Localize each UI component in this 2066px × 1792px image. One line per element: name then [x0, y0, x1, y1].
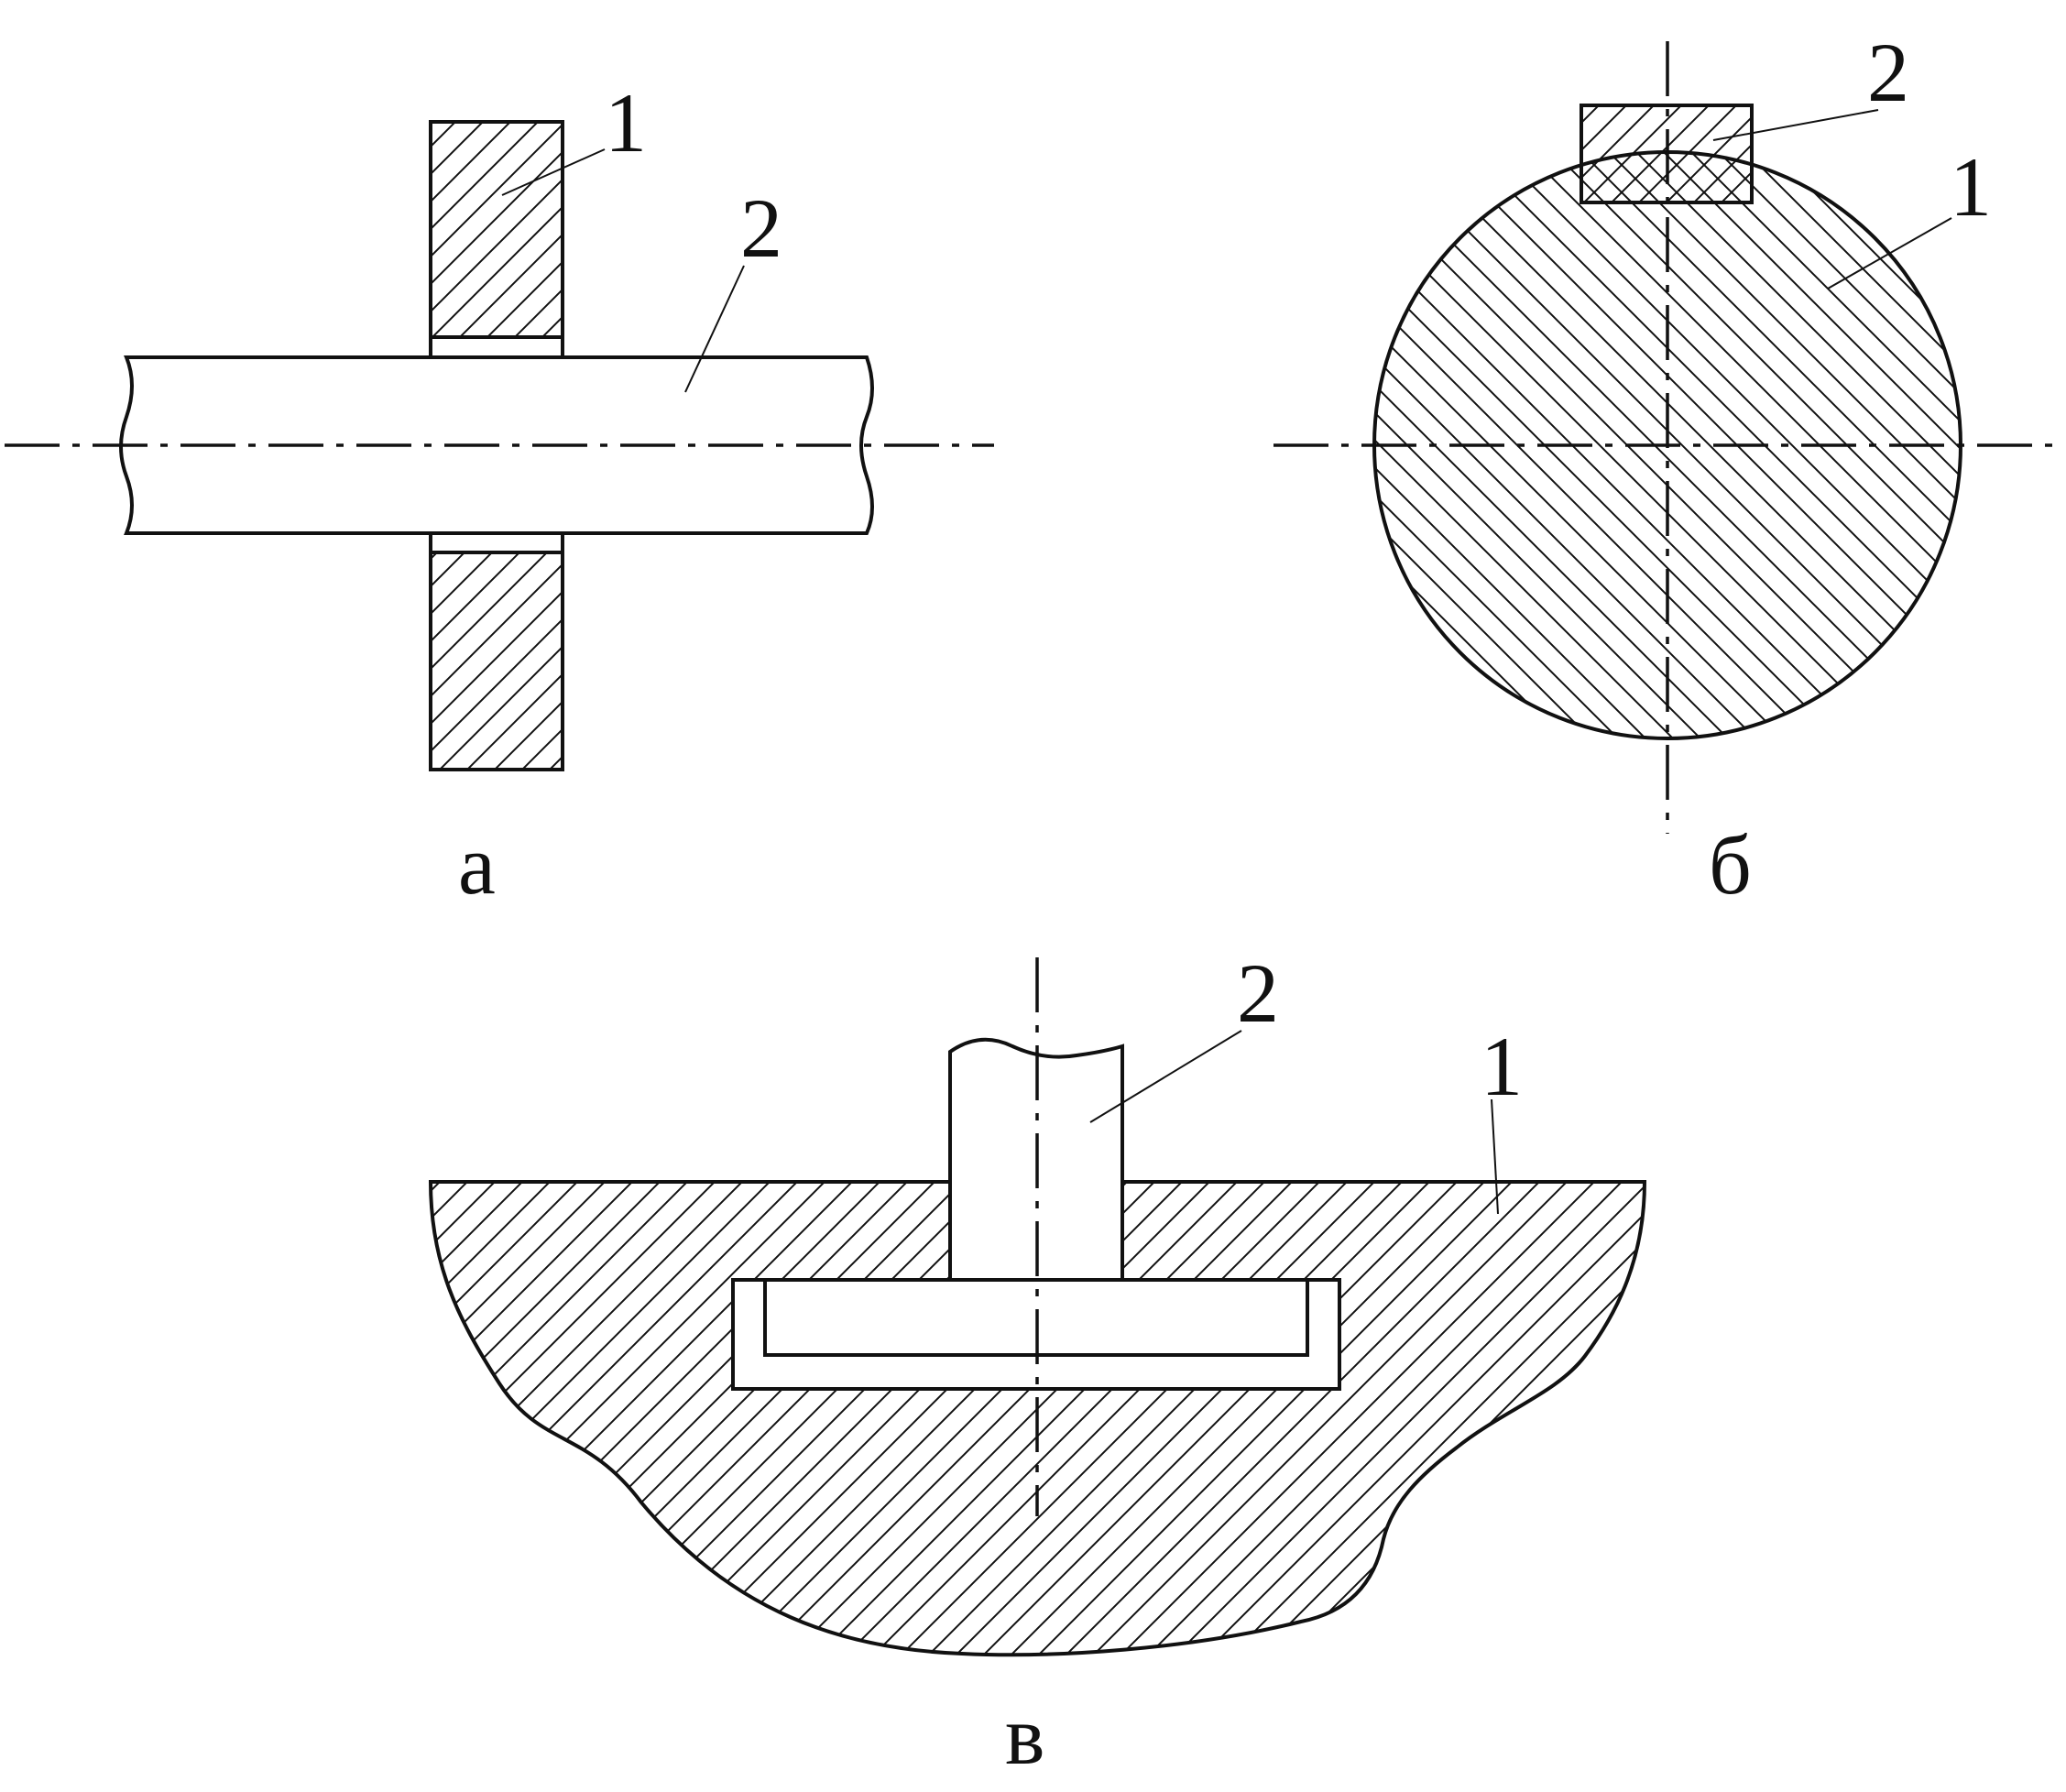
view-b: 2 1 б — [1273, 26, 2063, 912]
leader-v-2 — [1089, 1030, 1242, 1123]
leader-b-1 — [1827, 217, 1952, 290]
label-a-part-1: 1 — [605, 76, 647, 169]
caption-v: в — [1005, 1688, 1044, 1782]
view-v: 2 1 в — [428, 946, 1647, 1782]
leader-a-2 — [684, 265, 745, 393]
label-b-part-1: 1 — [1950, 140, 1992, 234]
leader-a-1 — [501, 148, 606, 196]
hub-bore-gap-upper — [429, 335, 564, 359]
label-b-part-2: 2 — [1867, 26, 1909, 119]
label-v-part-2: 2 — [1237, 946, 1279, 1040]
label-a-part-2: 2 — [740, 181, 782, 275]
hub-upper-section — [429, 120, 564, 339]
hub-lower-section — [429, 551, 564, 771]
caption-a: а — [458, 818, 496, 912]
caption-b: б — [1709, 818, 1752, 912]
label-v-part-1: 1 — [1481, 1020, 1523, 1113]
leader-v-1 — [1491, 1098, 1499, 1215]
leader-b-2 — [1712, 109, 1879, 141]
hub-bore-gap-lower — [429, 531, 564, 554]
view-a: 1 2 а — [5, 76, 994, 912]
